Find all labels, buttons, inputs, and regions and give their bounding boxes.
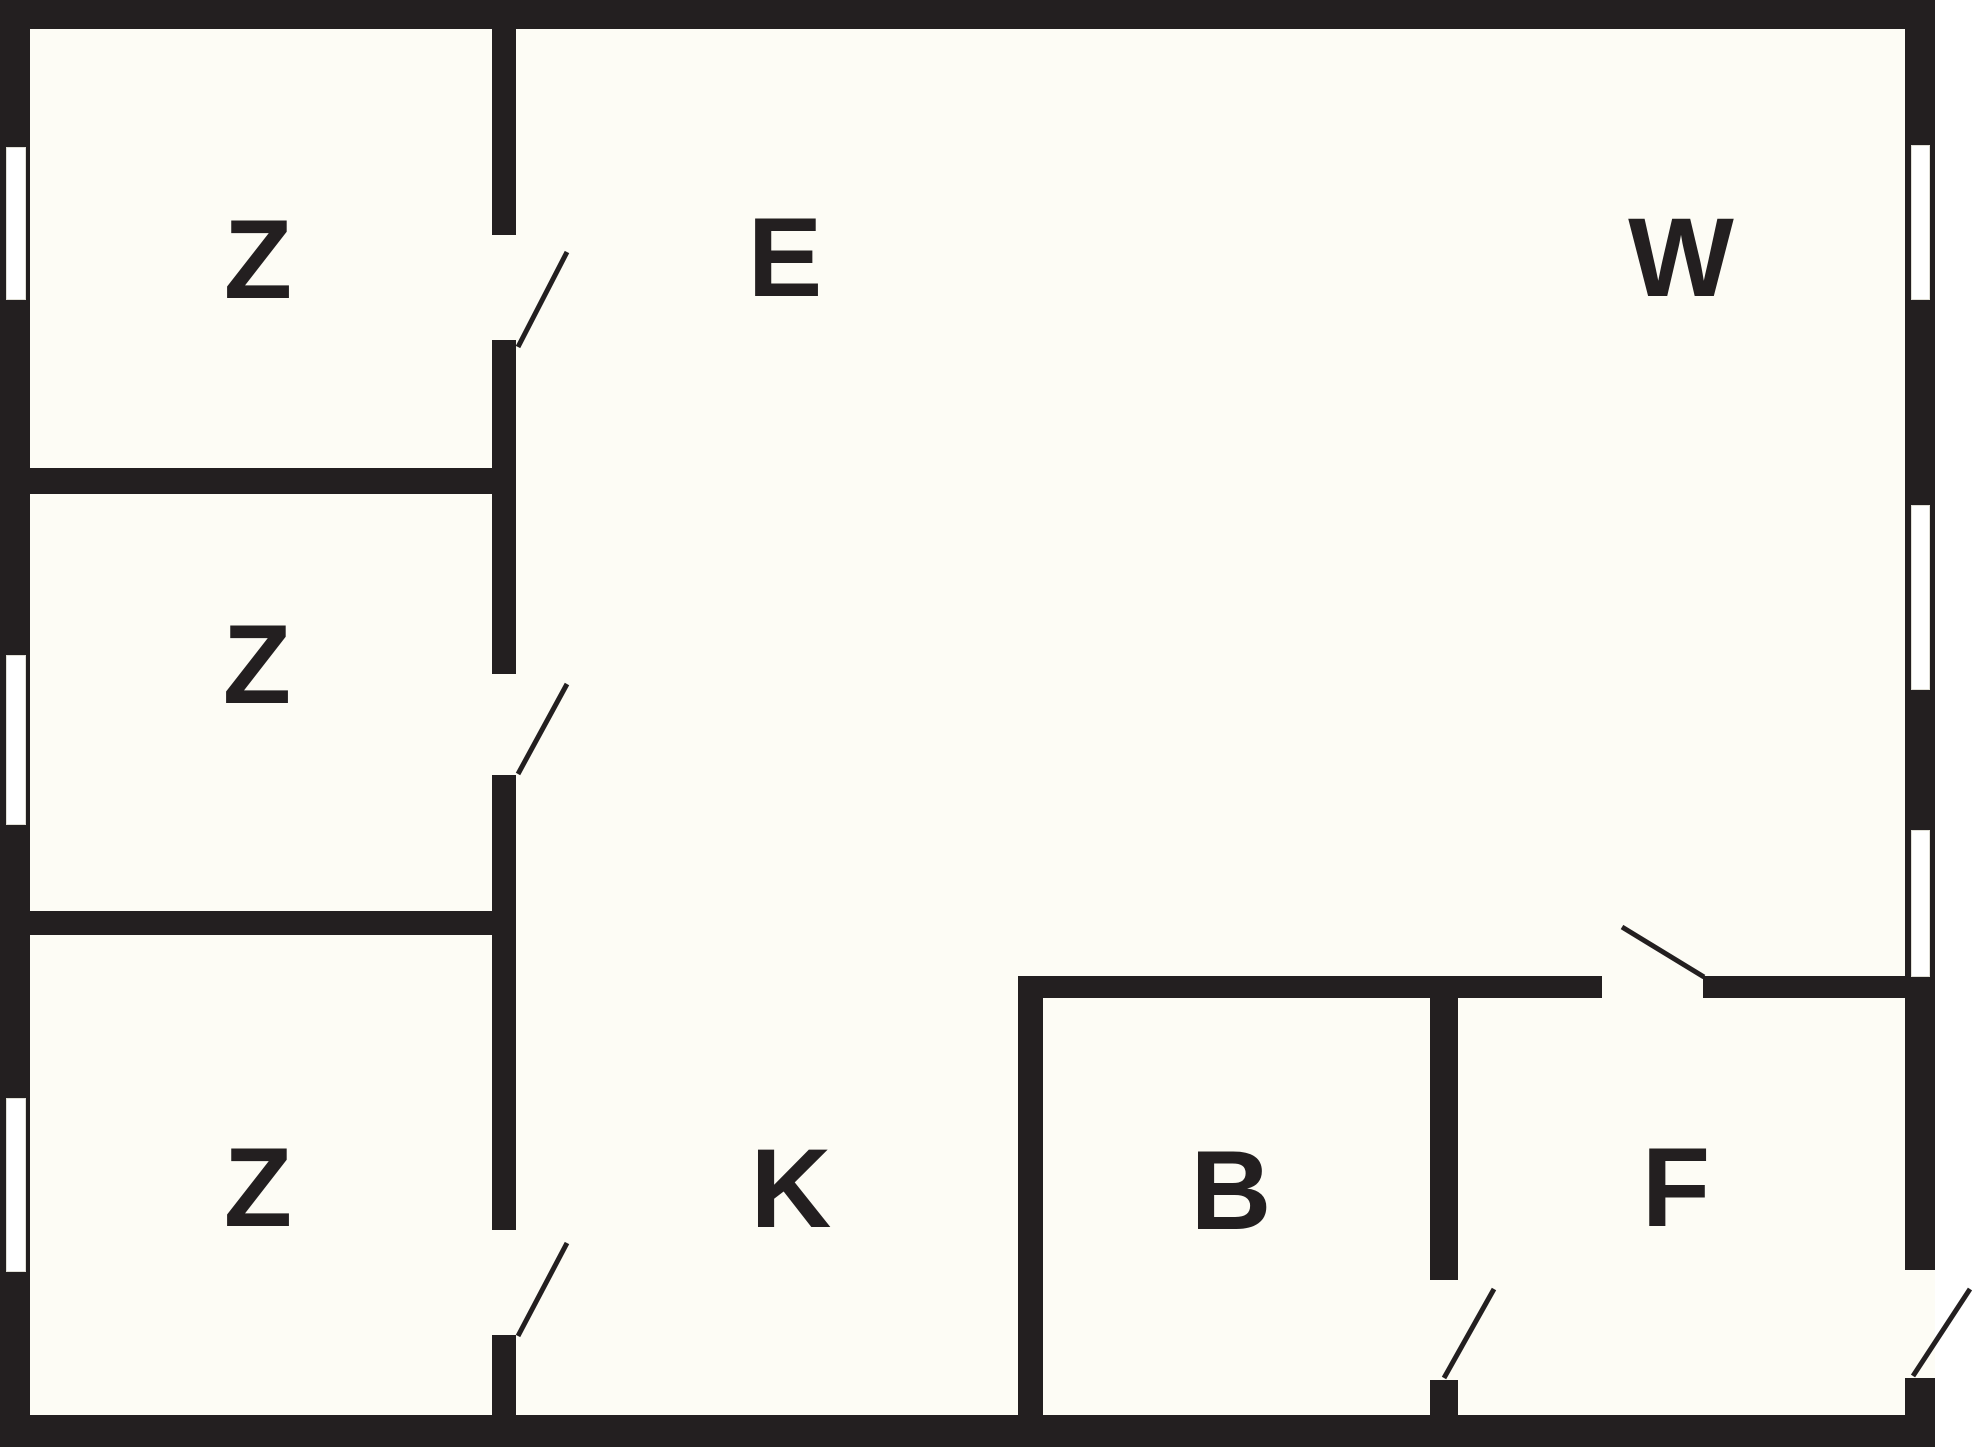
window-right-2	[1911, 505, 1930, 690]
wall-bf-top-left	[1018, 976, 1602, 998]
wall-z1-z2	[30, 468, 516, 494]
wall-outer-top	[0, 0, 1935, 29]
wall-z-divider-seg1	[492, 29, 516, 235]
room-label-f: F	[1641, 1125, 1711, 1250]
room-label-e: E	[747, 195, 823, 320]
window-right-1	[1911, 145, 1930, 300]
room-label-b: B	[1190, 1128, 1272, 1253]
wall-bf-top-right	[1703, 976, 1905, 998]
wall-z-divider-seg4	[492, 1335, 516, 1415]
room-label-w: W	[1628, 195, 1734, 320]
wall-outer-right-lower	[1905, 1378, 1935, 1447]
window-left-2	[6, 655, 26, 825]
room-label-z2: Z	[222, 602, 292, 727]
wall-z2-z3	[30, 911, 516, 935]
wall-outer-bottom	[0, 1415, 1935, 1447]
wall-b-f-lower	[1430, 1380, 1458, 1415]
room-label-z3: Z	[223, 1125, 293, 1250]
window-right-3	[1911, 830, 1930, 977]
wall-b-f-upper	[1430, 998, 1458, 1280]
room-label-z1: Z	[223, 197, 293, 322]
building-footprint	[0, 0, 1935, 1447]
wall-z-divider-seg3	[492, 775, 516, 1230]
window-left-3	[6, 1098, 26, 1272]
wall-b-left	[1018, 976, 1043, 1415]
room-label-k: K	[750, 1126, 832, 1251]
window-left-1	[6, 147, 26, 300]
wall-z-divider-seg2	[492, 340, 516, 674]
